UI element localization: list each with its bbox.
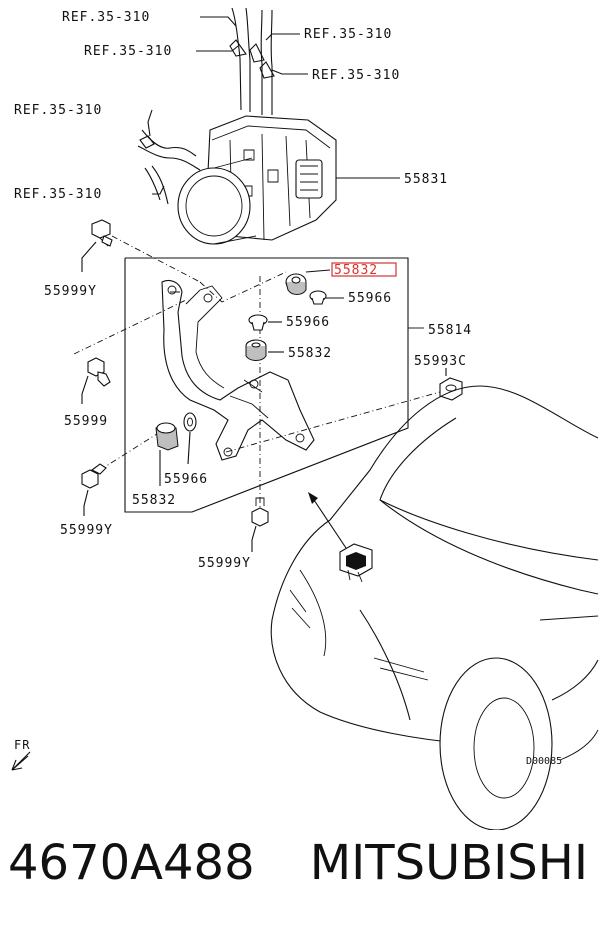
label-55814: 55814 <box>428 323 472 338</box>
leader-55832-top <box>305 269 331 273</box>
label-55999: 55999 <box>64 414 108 429</box>
footer: 4670A488 MITSUBISHI <box>0 835 600 905</box>
label-front: FR <box>14 738 30 752</box>
bolt-55999-left <box>87 357 111 387</box>
label-ref-4: REF.35-310 <box>312 68 400 83</box>
location-arrow <box>308 492 347 549</box>
label-diagram-code: D00085 <box>526 756 562 767</box>
bracket-outline-box <box>124 257 424 513</box>
label-55831: 55831 <box>404 172 448 187</box>
collar-55966-middle <box>248 314 268 331</box>
label-55999y-top: 55999Y <box>44 284 97 299</box>
collar-55966-right <box>309 290 327 305</box>
label-ref-2: REF.35-310 <box>84 44 172 59</box>
leader-bolt-bottom <box>251 525 257 552</box>
brand-name: MITSUBISHI <box>309 835 588 891</box>
bolt-55999y-top <box>91 219 113 247</box>
label-ref-6: REF.35-310 <box>14 187 102 202</box>
center-lines <box>73 235 441 508</box>
highlight-box <box>331 262 397 277</box>
part-number: 4670A488 <box>8 835 255 891</box>
label-55832-b: 55832 <box>288 346 332 361</box>
label-55966-c: 55966 <box>164 472 208 487</box>
bolt-55999y-bottom <box>251 497 269 527</box>
brake-lines <box>137 7 275 205</box>
label-55999y-bottom: 55999Y <box>198 556 251 571</box>
label-ref-3: REF.35-310 <box>304 27 392 42</box>
label-55832-highlight: 55832 <box>334 263 378 278</box>
bolt-55999y-lower-left <box>81 463 107 489</box>
label-55993c: 55993C <box>414 354 467 369</box>
label-55966-b: 55966 <box>286 315 330 330</box>
insulator-55832-middle <box>245 339 267 361</box>
label-55966-a: 55966 <box>348 291 392 306</box>
abs-hydraulic-unit <box>177 115 337 245</box>
insulator-55832-top <box>285 273 307 295</box>
diagram-canvas: REF.35-310 REF.35-310 REF.35-310 REF.35-… <box>11 7 599 831</box>
bracket-55814 <box>161 279 315 461</box>
leader-bolt-left <box>81 375 89 404</box>
ref-leaders <box>147 16 308 195</box>
callout-labels: REF.35-310 REF.35-310 REF.35-310 REF.35-… <box>14 10 562 767</box>
front-direction-marker <box>11 751 31 771</box>
abs-unit-on-vehicle <box>339 543 373 583</box>
label-ref-5: REF.35-310 <box>14 103 102 118</box>
leader-bolt-top <box>81 241 97 272</box>
label-55832-c: 55832 <box>132 493 176 508</box>
collar-55966-lower <box>183 412 197 432</box>
leader-bolt-lower-left <box>83 489 89 516</box>
insulator-55832-lower <box>155 422 179 451</box>
vehicle-outline <box>270 385 599 831</box>
label-ref-1: REF.35-310 <box>62 10 150 25</box>
label-55999y-lower-left: 55999Y <box>60 523 113 538</box>
leader-55966-lower <box>187 431 191 465</box>
